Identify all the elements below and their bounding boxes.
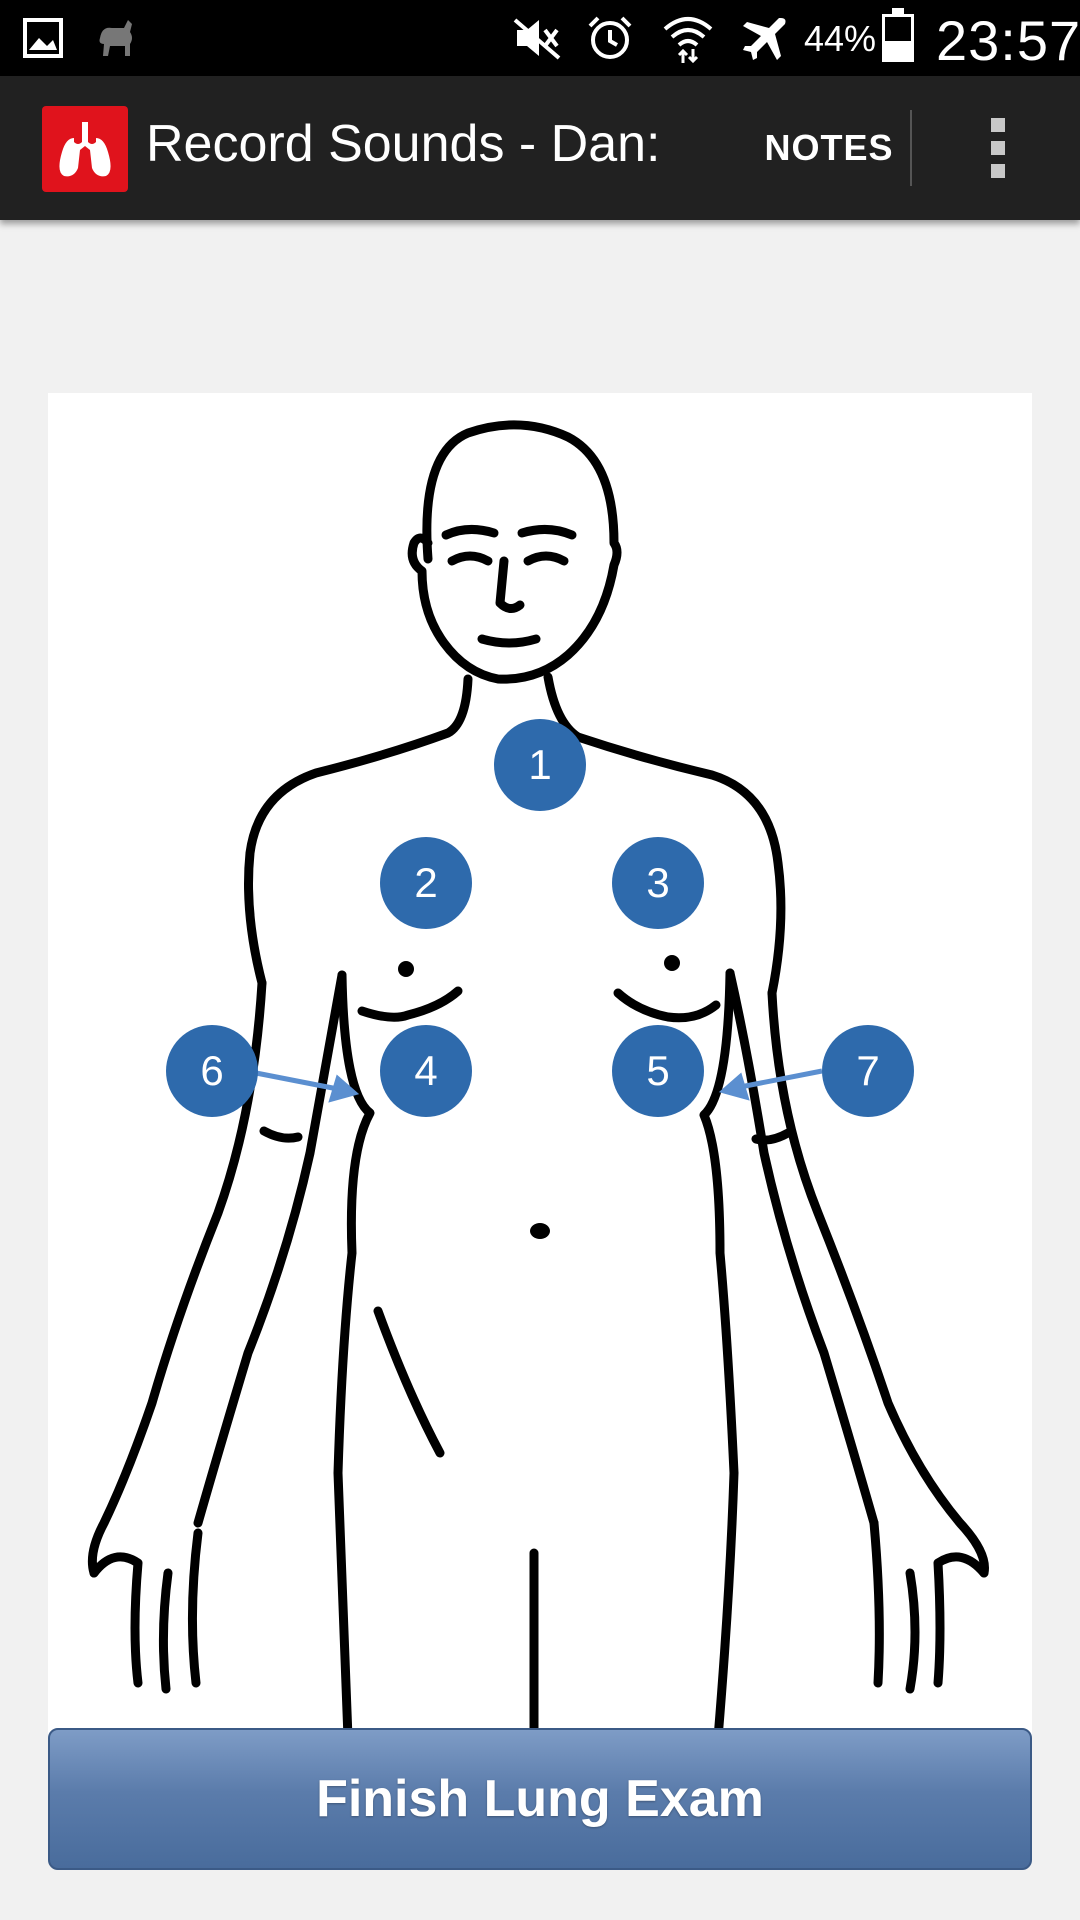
arrow-7-head xyxy=(718,1072,750,1101)
overflow-dot xyxy=(991,164,1005,178)
right-hand xyxy=(869,1518,989,1694)
arrow-6-head xyxy=(328,1074,360,1103)
nose xyxy=(495,556,525,613)
right-outer-arm xyxy=(767,988,989,1578)
clock: 23:57 xyxy=(936,9,1080,72)
battery-percent: 44% xyxy=(804,18,877,59)
auscultation-point-3[interactable]: 3 xyxy=(612,837,704,929)
notes-button[interactable]: NOTES xyxy=(764,127,894,168)
nipple-left xyxy=(398,961,414,977)
airplane-icon xyxy=(740,0,790,76)
gallery-icon xyxy=(20,0,66,76)
auscultation-point-6[interactable]: 6 xyxy=(166,1025,258,1117)
right-shoulder xyxy=(543,672,786,998)
left-hand xyxy=(89,1528,203,1694)
mouth xyxy=(477,634,541,648)
overflow-dot xyxy=(991,118,1005,132)
body-diagram: 1 2 3 4 5 6 7 xyxy=(48,393,1032,1738)
screen-title: Record Sounds - Dan: xyxy=(146,115,661,173)
overflow-dot xyxy=(991,141,1005,155)
auscultation-point-5[interactable]: 5 xyxy=(612,1025,704,1117)
right-elbow xyxy=(751,1128,793,1145)
torso-left xyxy=(333,970,375,1738)
head-outline xyxy=(407,420,622,684)
battery-icon xyxy=(882,8,914,62)
arrow-6-line xyxy=(255,1070,349,1094)
android-notify-icon xyxy=(92,0,140,76)
left-outer-arm xyxy=(87,978,267,1578)
torso-right xyxy=(699,968,739,1738)
alarm-icon xyxy=(584,0,636,76)
right-inner-arm xyxy=(725,968,879,1528)
pec-left xyxy=(357,986,463,1022)
left-hip-line xyxy=(373,1306,445,1458)
left-inner-arm xyxy=(193,970,347,1528)
auscultation-point-2[interactable]: 2 xyxy=(380,837,472,929)
mute-icon xyxy=(512,0,562,76)
status-bar: 44% 23:57 xyxy=(0,0,1080,76)
eye-left xyxy=(447,551,493,566)
eyebrow-right xyxy=(517,525,577,540)
battery-fill xyxy=(885,40,911,59)
auscultation-point-4[interactable]: 4 xyxy=(380,1025,472,1117)
nipple-right xyxy=(664,955,680,971)
navel xyxy=(530,1223,550,1239)
lungs-icon[interactable] xyxy=(42,106,128,192)
wifi-icon xyxy=(660,0,716,76)
finish-lung-exam-button[interactable]: Finish Lung Exam xyxy=(48,1728,1032,1870)
left-elbow xyxy=(259,1126,303,1143)
eyebrow-left xyxy=(441,525,499,540)
pec-right xyxy=(613,988,721,1023)
overflow-menu-icon[interactable] xyxy=(968,110,1028,186)
action-divider xyxy=(910,110,912,186)
eye-right xyxy=(523,551,569,566)
torso-outline-image xyxy=(87,420,989,1738)
action-bar: Record Sounds - Dan: NOTES xyxy=(0,76,1080,220)
arrow-7-line xyxy=(729,1068,823,1092)
auscultation-point-1[interactable]: 1 xyxy=(494,719,586,811)
left-shoulder xyxy=(244,674,473,988)
auscultation-point-7[interactable]: 7 xyxy=(822,1025,914,1117)
